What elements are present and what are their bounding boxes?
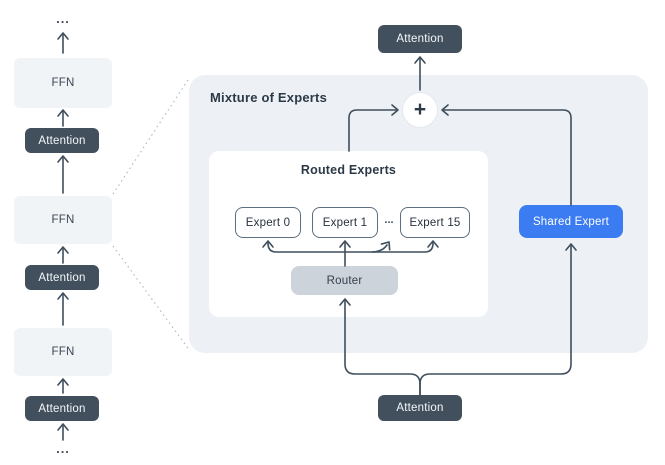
attention-block-2: Attention xyxy=(25,265,99,290)
attention-block-1: Attention xyxy=(25,128,99,153)
zoom-guide-dotted-lines xyxy=(112,76,191,352)
moe-panel-title: Mixture of Experts xyxy=(210,90,328,105)
ffn-block-2: FFN xyxy=(14,196,112,244)
shared-expert-box: Shared Expert xyxy=(519,205,623,238)
experts-ellipsis: ... xyxy=(384,214,394,226)
moe-attention-bottom: Attention xyxy=(378,395,462,421)
stack-ellipsis-bottom: ... xyxy=(56,441,70,456)
router-box: Router xyxy=(291,266,398,295)
ffn-block-1: FFN xyxy=(14,58,112,108)
ffn-block-3: FFN xyxy=(14,328,112,376)
expert-0-box: Expert 0 xyxy=(235,207,301,238)
sum-node: + xyxy=(402,92,438,128)
stack-ellipsis-top: ... xyxy=(56,11,70,26)
attention-block-3: Attention xyxy=(25,396,99,421)
expert-15-box: Expert 15 xyxy=(400,207,470,238)
moe-attention-top: Attention xyxy=(378,25,462,53)
routed-experts-title: Routed Experts xyxy=(300,163,397,177)
plus-icon: + xyxy=(413,98,427,121)
expert-1-box: Expert 1 xyxy=(312,207,378,238)
